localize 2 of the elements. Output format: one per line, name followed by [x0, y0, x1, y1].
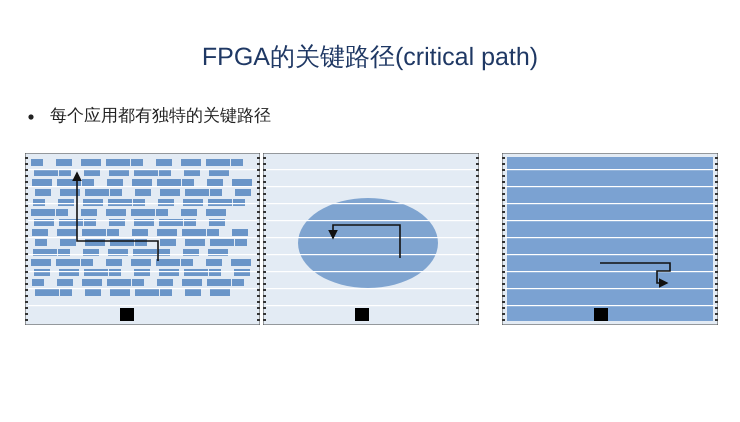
- bullet-text: 每个应用都有独特的关键路径: [50, 105, 271, 127]
- slide-title: FPGA的关键路径(critical path): [200, 42, 540, 73]
